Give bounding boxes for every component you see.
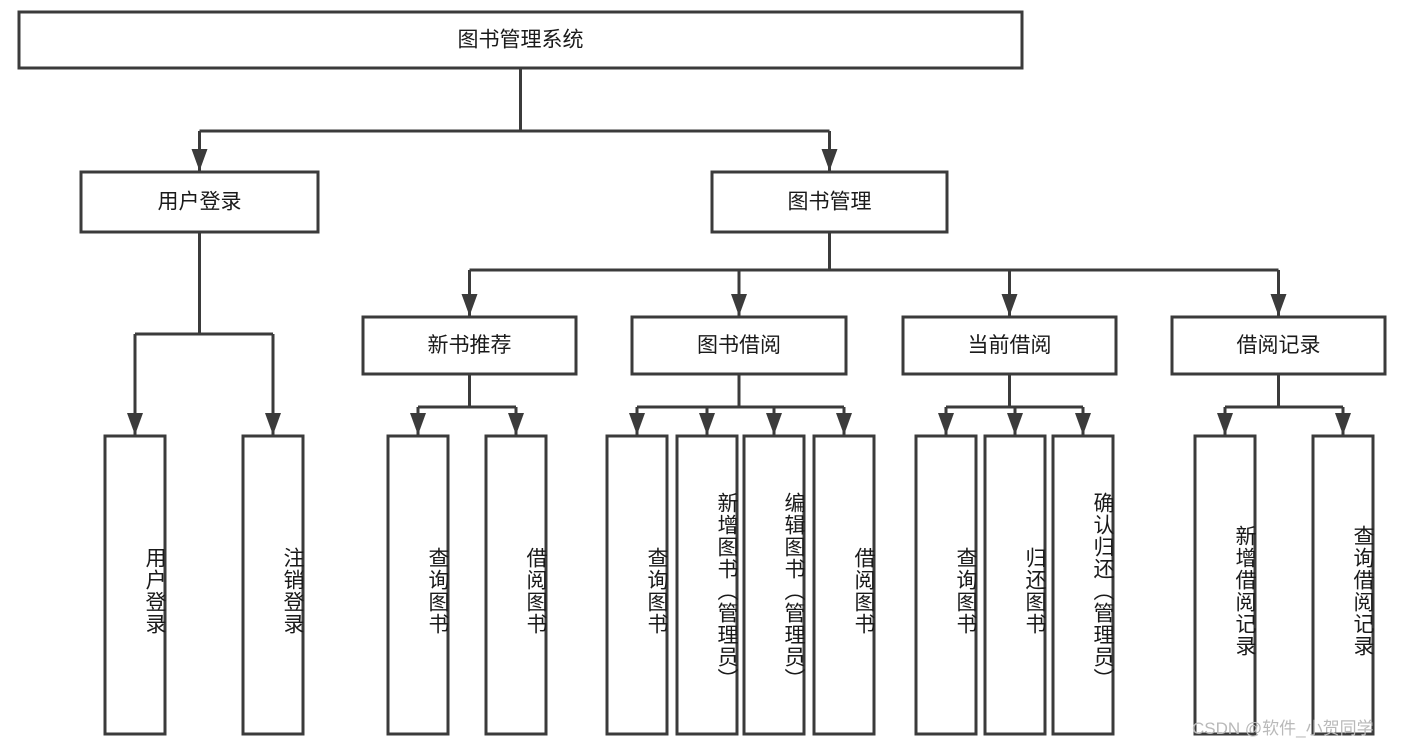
node-box-leaf-0 <box>103 434 167 736</box>
node-box-leaf-1 <box>241 434 305 736</box>
arrow-head-leaf-4 <box>629 413 645 435</box>
node-box-leaf-4 <box>605 434 669 736</box>
node-box-leaf-6 <box>742 434 806 736</box>
connector-layer <box>127 68 1351 435</box>
node-box-level3-0 <box>361 315 578 376</box>
node-box-level3-2 <box>901 315 1118 376</box>
arrow-head-leaf-10 <box>1075 413 1091 435</box>
node-label-leaf-1: 注销登录 <box>281 547 304 635</box>
node-label-leaf-5: 新增图书（管理员） <box>715 492 738 690</box>
arrow-head-level3-0 <box>461 294 478 316</box>
arrow-head-level3-3 <box>1270 294 1287 316</box>
arrow-head-level2-1 <box>821 149 838 171</box>
node-label-leaf-2: 查询图书 <box>426 547 449 635</box>
node-label-level3-2: 当前借阅 <box>968 334 1052 357</box>
arrow-head-leaf-3 <box>508 413 524 435</box>
node-box-leaf-10 <box>1051 434 1115 736</box>
node-label-leaf-4: 查询图书 <box>645 547 668 635</box>
node-label-level3-3: 借阅记录 <box>1237 334 1321 357</box>
node-box-leaf-3 <box>484 434 548 736</box>
node-label-leaf-7: 借阅图书 <box>852 547 875 635</box>
arrow-head-leaf-12 <box>1335 413 1351 435</box>
arrow-head-leaf-1 <box>265 413 281 435</box>
arrow-head-leaf-9 <box>1007 413 1023 435</box>
node-label-leaf-11: 新增借阅记录 <box>1233 525 1256 657</box>
arrow-head-leaf-5 <box>699 413 715 435</box>
node-label-leaf-6: 编辑图书（管理员） <box>782 492 805 690</box>
node-label-level2-0: 用户登录 <box>158 191 242 214</box>
node-label-leaf-8: 查询图书 <box>954 547 977 635</box>
node-box-leaf-2 <box>386 434 450 736</box>
node-box-level2-0 <box>79 170 320 234</box>
arrow-head-leaf-2 <box>410 413 426 435</box>
arrow-head-leaf-7 <box>836 413 852 435</box>
arrow-head-leaf-11 <box>1217 413 1233 435</box>
arrow-head-leaf-8 <box>938 413 954 435</box>
node-label-leaf-12: 查询借阅记录 <box>1351 525 1374 657</box>
node-label-leaf-0: 用户登录 <box>143 547 166 635</box>
node-box-leaf-11 <box>1193 434 1257 736</box>
node-label-title: 图书管理系统 <box>458 29 584 52</box>
node-box-leaf-9 <box>983 434 1047 736</box>
arrow-head-level3-2 <box>1001 294 1018 316</box>
node-box-leaf-12 <box>1311 434 1375 736</box>
node-box-leaf-7 <box>812 434 876 736</box>
node-box-level3-3 <box>1170 315 1387 376</box>
node-label-leaf-9: 归还图书 <box>1023 547 1046 635</box>
node-box-level2-1 <box>710 170 949 234</box>
node-box-layer <box>17 10 1387 736</box>
node-box-level3-1 <box>630 315 848 376</box>
arrow-head-level3-1 <box>731 294 747 316</box>
csdn-watermark: CSDN @软件_小贺同学 <box>1192 719 1374 738</box>
node-label-level3-0: 新书推荐 <box>428 334 512 357</box>
node-label-leaf-3: 借阅图书 <box>524 547 547 635</box>
arrow-head-leaf-6 <box>766 413 782 435</box>
node-label-leaf-10: 确认归还（管理员） <box>1091 492 1114 690</box>
node-box-title <box>17 10 1024 70</box>
node-label-level3-1: 图书借阅 <box>697 334 781 357</box>
node-box-leaf-5 <box>675 434 739 736</box>
arrow-head-leaf-0 <box>127 413 143 435</box>
arrow-head-level2-0 <box>191 149 208 171</box>
node-label-level2-1: 图书管理 <box>788 191 872 214</box>
node-box-leaf-8 <box>914 434 978 736</box>
